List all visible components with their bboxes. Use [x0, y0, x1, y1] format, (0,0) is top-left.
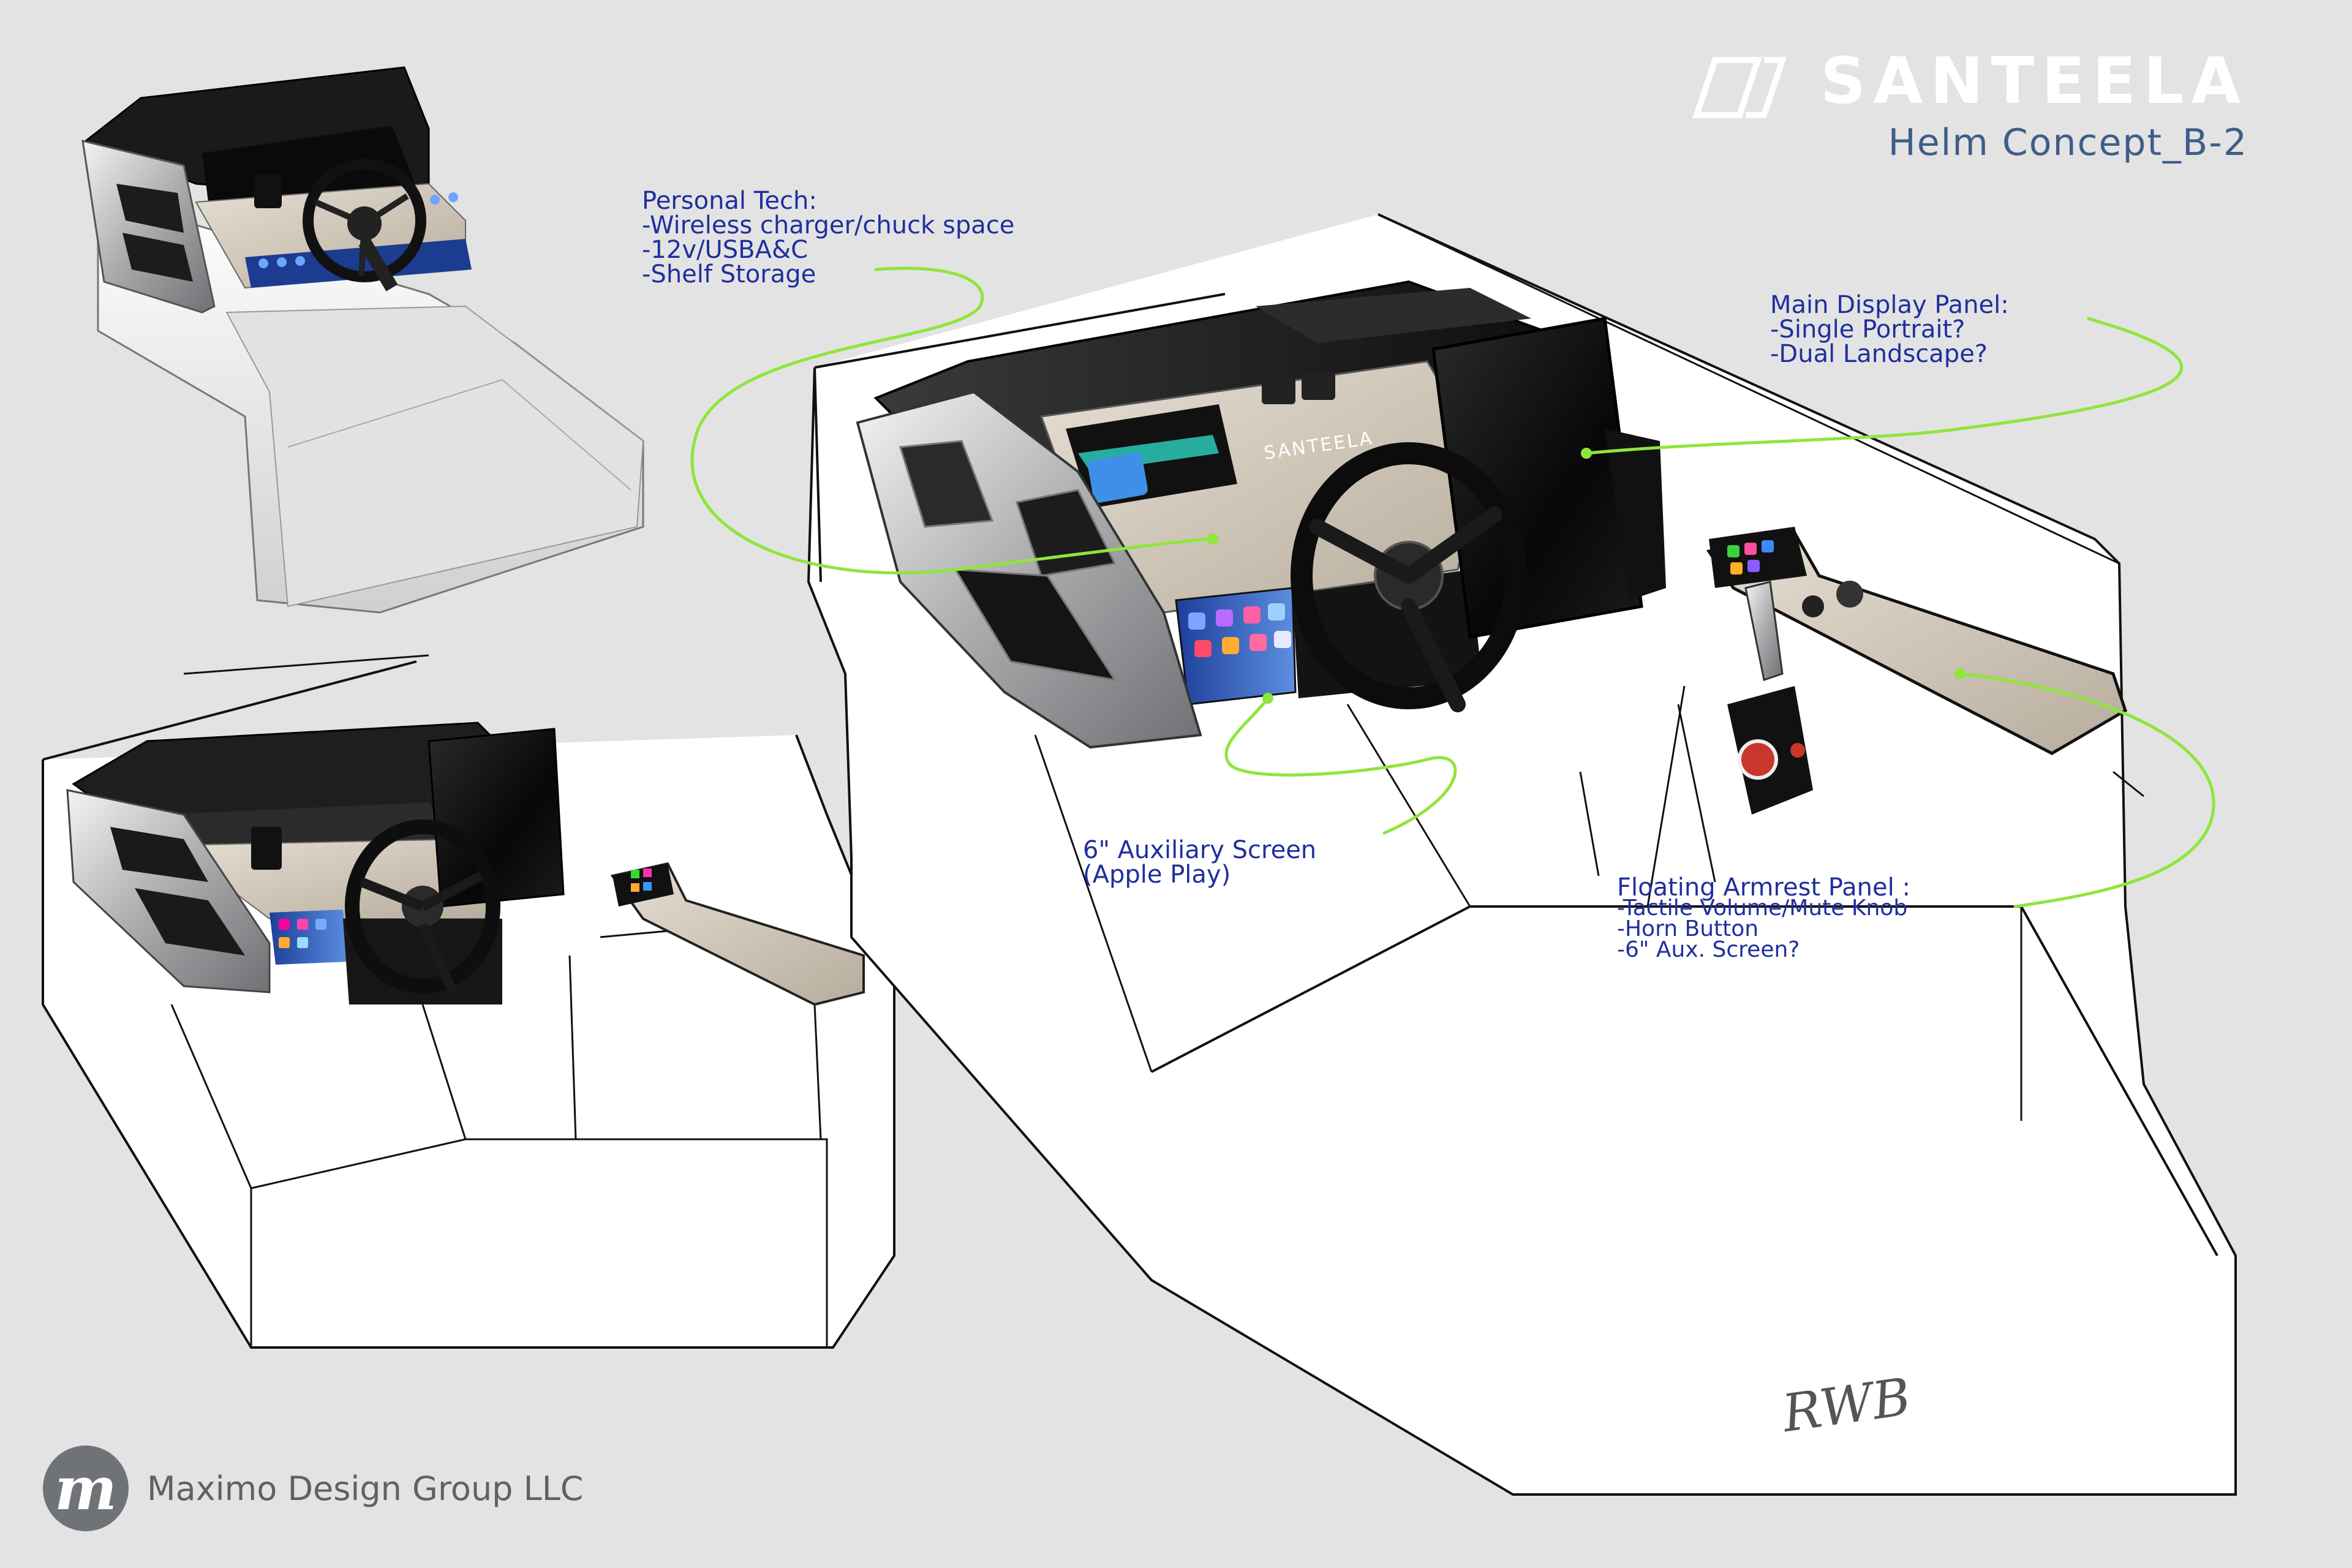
- note-line: -Dual Landscape?: [1770, 340, 1988, 368]
- note-title: Personal Tech:: [642, 187, 817, 215]
- brand-name: SANTEELA: [1820, 43, 2248, 118]
- brand-subtitle: Helm Concept_B-2: [1888, 121, 2248, 164]
- brand-block: SANTEELA Helm Concept_B-2: [1820, 49, 2248, 164]
- armrest-screen-icons: [1727, 540, 1774, 575]
- company-logo-icon: m: [43, 1446, 129, 1531]
- note-title: Floating Armrest Panel :: [1617, 873, 1910, 902]
- sketch-bottom-left: [42, 654, 895, 1349]
- note-line: -Horn Button: [1617, 916, 1759, 941]
- note-main-display: Main Display Panel: -Single Portrait? -D…: [1770, 293, 2009, 366]
- note-line: -12v/USBA&C: [642, 236, 809, 264]
- leader-lines: [690, 266, 2215, 908]
- note-armrest: Floating Armrest Panel : -Tactile Volume…: [1617, 873, 1910, 962]
- note-aux-screen: 6" Auxiliary Screen (Apple Play): [1083, 838, 1316, 887]
- note-line: -Wireless charger/chuck space: [642, 211, 1015, 239]
- note-title: Main Display Panel:: [1770, 291, 2009, 319]
- aux-screen-app-icons: [1188, 603, 1291, 657]
- sketch-top-left: [81, 66, 644, 614]
- note-line: -Shelf Storage: [642, 260, 816, 288]
- note-line: 6" Auxiliary Screen: [1083, 836, 1317, 864]
- note-personal-tech: Personal Tech: -Wireless charger/chuck s…: [642, 189, 1014, 287]
- company-name: Maximo Design Group LLC: [147, 1469, 584, 1508]
- note-line: (Apple Play): [1083, 861, 1231, 889]
- company-footer: m Maximo Design Group LLC: [43, 1446, 584, 1531]
- sketch-main: SANTEELA: [807, 213, 2237, 1496]
- brand-logo-icon: [1692, 57, 1787, 118]
- note-line: -Tactile Volume/Mute Knob: [1617, 895, 1908, 921]
- note-line: -6" Aux. Screen?: [1617, 937, 1800, 962]
- note-line: -Single Portrait?: [1770, 315, 1966, 344]
